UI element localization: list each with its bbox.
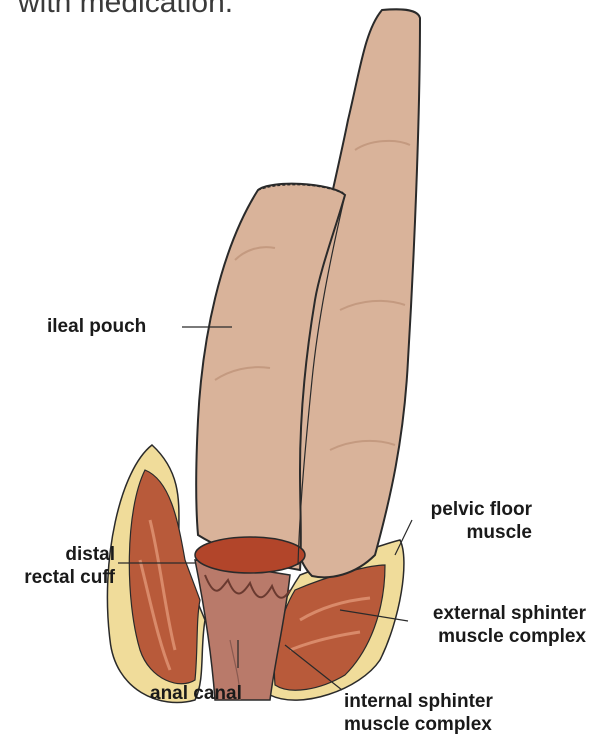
- distal-rectal-cuff: [195, 537, 305, 573]
- label-internal-sphinter: internal sphinter muscle complex: [344, 690, 493, 736]
- label-ileal-pouch: ileal pouch: [47, 315, 146, 338]
- label-anal-canal: anal canal: [150, 682, 242, 705]
- label-pelvic-floor-muscle: pelvic floor muscle: [410, 498, 532, 544]
- label-external-sphinter: external sphinter muscle complex: [406, 602, 586, 648]
- label-distal-rectal-cuff: distal rectal cuff: [0, 543, 115, 589]
